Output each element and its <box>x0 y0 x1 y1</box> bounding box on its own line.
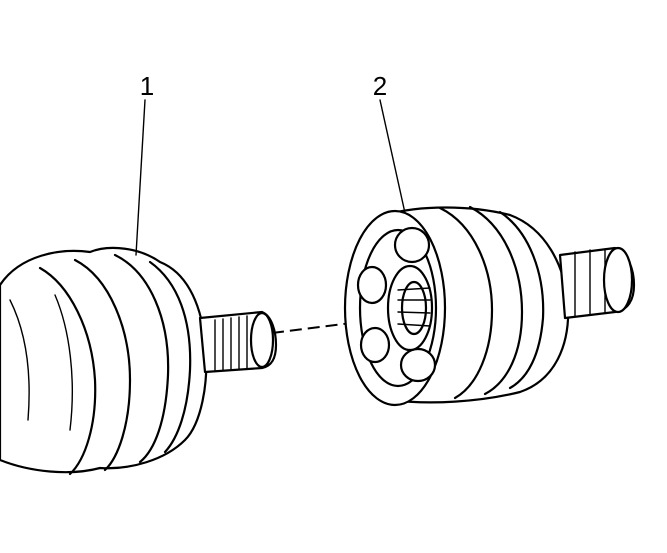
cv-joint-housing <box>343 205 636 407</box>
axle-boot-assembly <box>0 246 278 476</box>
callout-2-label: 2 <box>373 71 387 101</box>
callout-2-leader <box>379 99 406 214</box>
callout-1-label: 1 <box>140 71 154 101</box>
callout-1-leader <box>135 99 146 256</box>
alignment-line <box>271 314 416 334</box>
